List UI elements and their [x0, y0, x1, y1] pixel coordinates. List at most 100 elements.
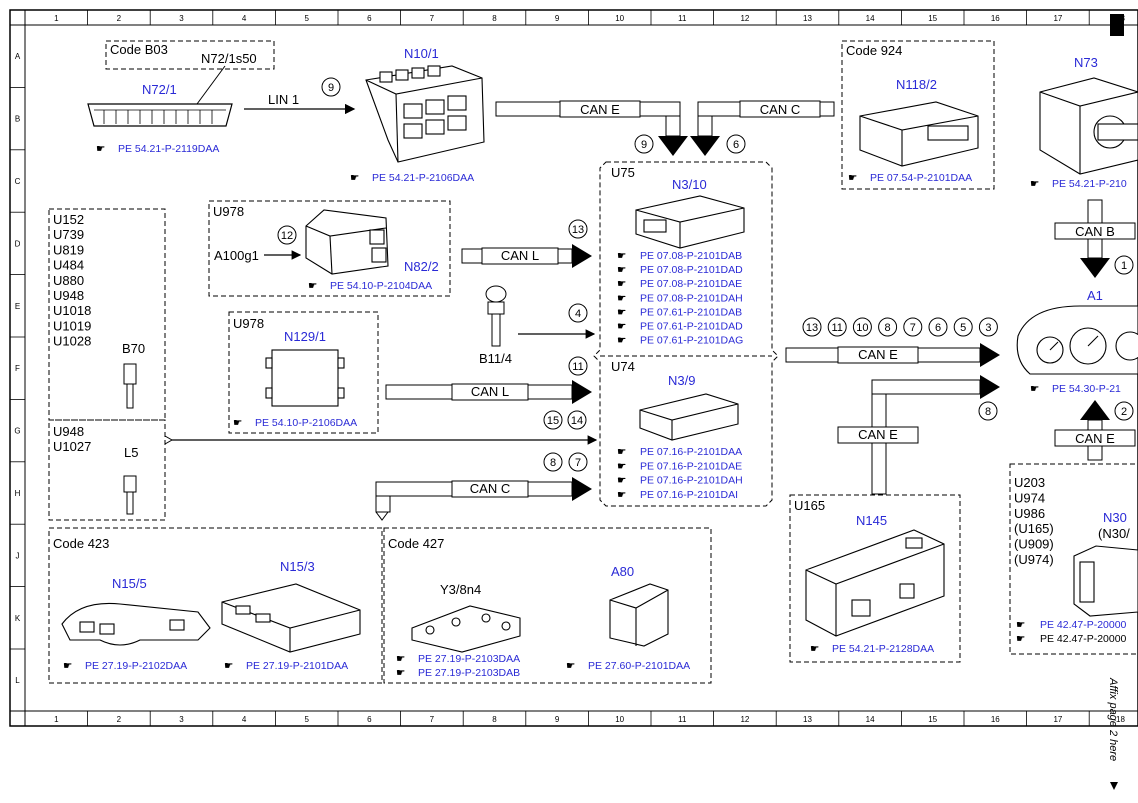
grid-col-label: 12: [740, 715, 749, 724]
a80-ref: PE 27.60-P-2101DAA: [588, 660, 690, 672]
grid-col-label: 4: [242, 715, 247, 724]
n72-1s50-label: N72/1s50: [201, 51, 257, 66]
grid-col-label: 2: [117, 715, 122, 724]
b70-label: B70: [122, 341, 145, 356]
n73-ref: PE 54.21-P-210: [1052, 178, 1127, 190]
circle-7a: 7: [575, 457, 581, 469]
affix-arrow-icon: [1110, 782, 1118, 790]
variant-right-item: (U909): [1014, 537, 1054, 552]
n3-10-ref: PE 07.08-P-2101DAH: [640, 292, 743, 304]
circle-6: 6: [733, 139, 739, 151]
book-icon: ☛: [396, 653, 405, 665]
l5-sensor: [123, 475, 137, 515]
n3-9-ref: PE 07.16-P-2101DAE: [640, 460, 742, 472]
grid-col-label: 16: [991, 14, 1000, 23]
can-e-label-3: CAN E: [858, 427, 898, 442]
n82-2-ref: PE 54.10-P-2104DAA: [330, 280, 432, 292]
grid-col-label: 7: [430, 14, 435, 23]
code-423-box: [48, 527, 383, 684]
grid-col-label: 14: [866, 715, 875, 724]
u978-label-1: U978: [213, 204, 244, 219]
grid-col-label: 2: [117, 14, 122, 23]
book-icon: ☛: [848, 172, 857, 184]
n15-3-ref: PE 27.19-P-2101DAA: [246, 660, 348, 672]
n3-9-ref-list: ☛PE 07.16-P-2101DAA☛PE 07.16-P-2101DAE☛P…: [617, 446, 743, 501]
grid-col-label: 11: [678, 715, 687, 724]
y3-8n4-component: [411, 605, 521, 653]
l5-label: L5: [124, 445, 138, 460]
a1-circle: [928, 317, 948, 337]
book-icon: ☛: [617, 446, 626, 458]
book-icon: ☛: [308, 280, 317, 292]
grid-col-label: 15: [928, 14, 937, 23]
grid-col-label: 16: [991, 715, 1000, 724]
code-924-label: Code 924: [846, 43, 902, 58]
book-icon: ☛: [1030, 178, 1039, 190]
can-b-line: [1054, 199, 1136, 278]
book-icon: ☛: [617, 321, 626, 333]
grid-row-label: C: [15, 177, 21, 186]
grid-col-label: 5: [304, 715, 309, 724]
code-427-box: [383, 527, 712, 684]
a1-instrument-cluster: [1016, 305, 1138, 375]
grid-col-label: 9: [555, 14, 560, 23]
n72-1-ref: PE 54.21-P-2119DAA: [118, 143, 219, 155]
y3-8n4-ref-1: PE 27.19-P-2103DAA: [418, 653, 520, 665]
u165-label: U165: [794, 498, 825, 513]
code-924-box: [841, 40, 995, 190]
book-icon: ☛: [350, 172, 359, 184]
can-c-line-bottom: [375, 477, 592, 513]
a1-circle-number: 11: [831, 322, 842, 334]
grid-col-label: 8: [492, 14, 497, 23]
b70-sensor: [123, 363, 137, 409]
circle-12: 12: [281, 230, 293, 242]
book-icon: ☛: [233, 417, 242, 429]
n145-component: [805, 529, 945, 637]
circle-4: 4: [575, 308, 581, 320]
grid-col-label: 1: [54, 14, 59, 23]
n3-10-component: [635, 195, 745, 249]
circle-11: 11: [572, 361, 583, 373]
n10-1-component: [365, 65, 485, 163]
can-l-label-1: CAN L: [501, 248, 539, 263]
n118-2-ref: PE 07.54-P-2101DAA: [870, 172, 972, 184]
variant-left-item: U739: [53, 227, 84, 242]
book-icon: ☛: [617, 460, 626, 472]
grid-row-label: D: [15, 239, 21, 248]
a1-circle: [953, 317, 973, 337]
a1-circle: [978, 317, 998, 337]
n72-1-label: N72/1: [142, 82, 177, 97]
can-e-line-a1: [785, 343, 1000, 367]
grid-col-label: 18: [1116, 715, 1125, 724]
n10-1-label: N10/1: [404, 46, 439, 61]
circle-8a: 8: [550, 457, 556, 469]
n3-9-label: N3/9: [668, 373, 695, 388]
n118-2-label: N118/2: [896, 77, 937, 92]
a80-label: A80: [611, 564, 634, 579]
variant-left-item: U819: [53, 242, 84, 257]
can-c-line-top: [690, 100, 835, 156]
grid-col-label: 6: [367, 14, 372, 23]
n82-2-label: N82/2: [404, 259, 439, 274]
a1-circle-number: 10: [856, 322, 868, 334]
book-icon: ☛: [396, 667, 405, 679]
circle-8b: 8: [985, 406, 991, 418]
grid-col-label: 13: [803, 14, 812, 23]
variant-box-right: [1009, 463, 1138, 655]
a1-circle: [903, 317, 923, 337]
code-423-label: Code 423: [53, 536, 109, 551]
book-icon: ☛: [1016, 633, 1025, 645]
grid-row-label: L: [15, 676, 20, 685]
circle-9b: 9: [641, 139, 647, 151]
n15-5-ref: PE 27.19-P-2102DAA: [85, 660, 187, 672]
a1-circle: [827, 317, 847, 337]
book-icon: ☛: [617, 278, 626, 290]
grid-col-label: 17: [1053, 715, 1062, 724]
grid-col-label: 12: [740, 14, 749, 23]
grid-col-label: 5: [304, 14, 309, 23]
